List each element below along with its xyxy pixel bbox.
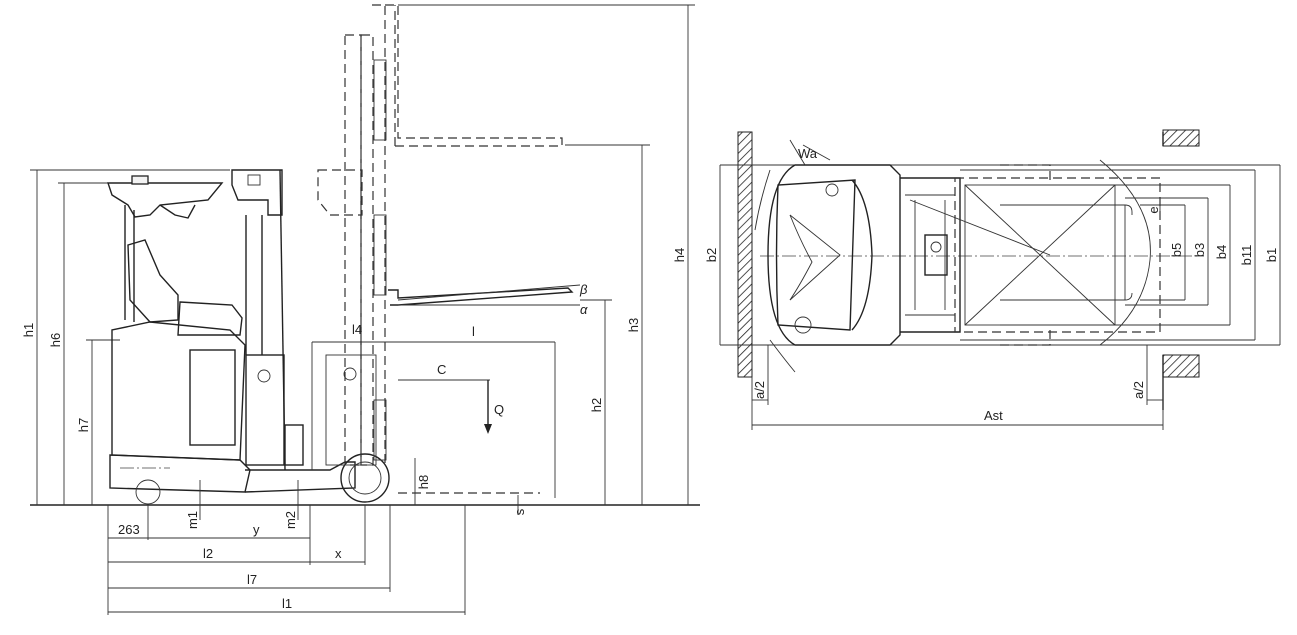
- label-c: C: [437, 362, 446, 377]
- label-l: l: [472, 324, 475, 339]
- label-b1: b1: [1264, 248, 1279, 262]
- label-b5: b5: [1169, 243, 1184, 257]
- label-q: Q: [494, 402, 504, 417]
- side-view-labels: h1 h6 h7 h8 h2 h3 h4 l l4 C Q s β α m1 m…: [21, 248, 687, 611]
- height-dimensions-left: [30, 169, 230, 505]
- side-view: h1 h6 h7 h8 h2 h3 h4 l l4 C Q s β α m1 m…: [21, 4, 700, 615]
- label-a-right: a/2: [1131, 381, 1146, 399]
- length-dimensions-bottom: [107, 467, 519, 615]
- label-b4: b4: [1214, 245, 1229, 259]
- label-l2: l2: [203, 546, 213, 561]
- truck-top: [767, 164, 961, 346]
- label-h6: h6: [48, 333, 63, 347]
- label-h3: h3: [626, 318, 641, 332]
- load-wheel: [340, 453, 390, 503]
- label-m2: m2: [283, 511, 298, 529]
- mast-extended: [317, 4, 387, 466]
- top-view: Wa b2 b5 b3 b4 b11 b1 e a/2 a/2 Ast: [704, 129, 1281, 430]
- label-b2: b2: [704, 248, 719, 262]
- label-b11: b11: [1239, 245, 1254, 266]
- wall-left: [737, 131, 753, 378]
- label-h4: h4: [672, 248, 687, 262]
- label-h8: h8: [416, 475, 431, 489]
- label-x: x: [335, 546, 342, 561]
- label-a-left: a/2: [752, 381, 767, 399]
- label-y: y: [253, 522, 260, 537]
- load-dimensions: [311, 341, 556, 505]
- top-view-labels: Wa b2 b5 b3 b4 b11 b1 e a/2 a/2 Ast: [704, 146, 1279, 423]
- label-h2: h2: [589, 398, 604, 412]
- label-b3: b3: [1192, 243, 1207, 257]
- label-l1: l1: [282, 596, 292, 611]
- reach-extended: [909, 159, 1161, 346]
- aisle-dimensions: [751, 345, 1164, 430]
- label-h7: h7: [76, 418, 91, 432]
- wall-right-bottom: [1162, 354, 1200, 378]
- width-dimensions: [719, 165, 1281, 345]
- turning-radius: [754, 139, 831, 373]
- wall-right-top: [1162, 129, 1200, 147]
- height-dimensions-right: [398, 4, 695, 505]
- label-s: s: [512, 508, 527, 515]
- label-l4: l4: [352, 322, 362, 337]
- label-m1: m1: [185, 511, 200, 529]
- forks: [385, 4, 581, 494]
- label-h1: h1: [21, 323, 36, 337]
- label-beta: β: [579, 282, 588, 297]
- label-e: e: [1146, 206, 1161, 213]
- mast-outer: [231, 169, 304, 471]
- label-l7: l7: [247, 572, 257, 587]
- label-263: 263: [118, 522, 140, 537]
- label-alpha: α: [580, 302, 588, 317]
- truck-body: [107, 175, 356, 505]
- label-ast: Ast: [984, 408, 1003, 423]
- label-wa: Wa: [798, 146, 818, 161]
